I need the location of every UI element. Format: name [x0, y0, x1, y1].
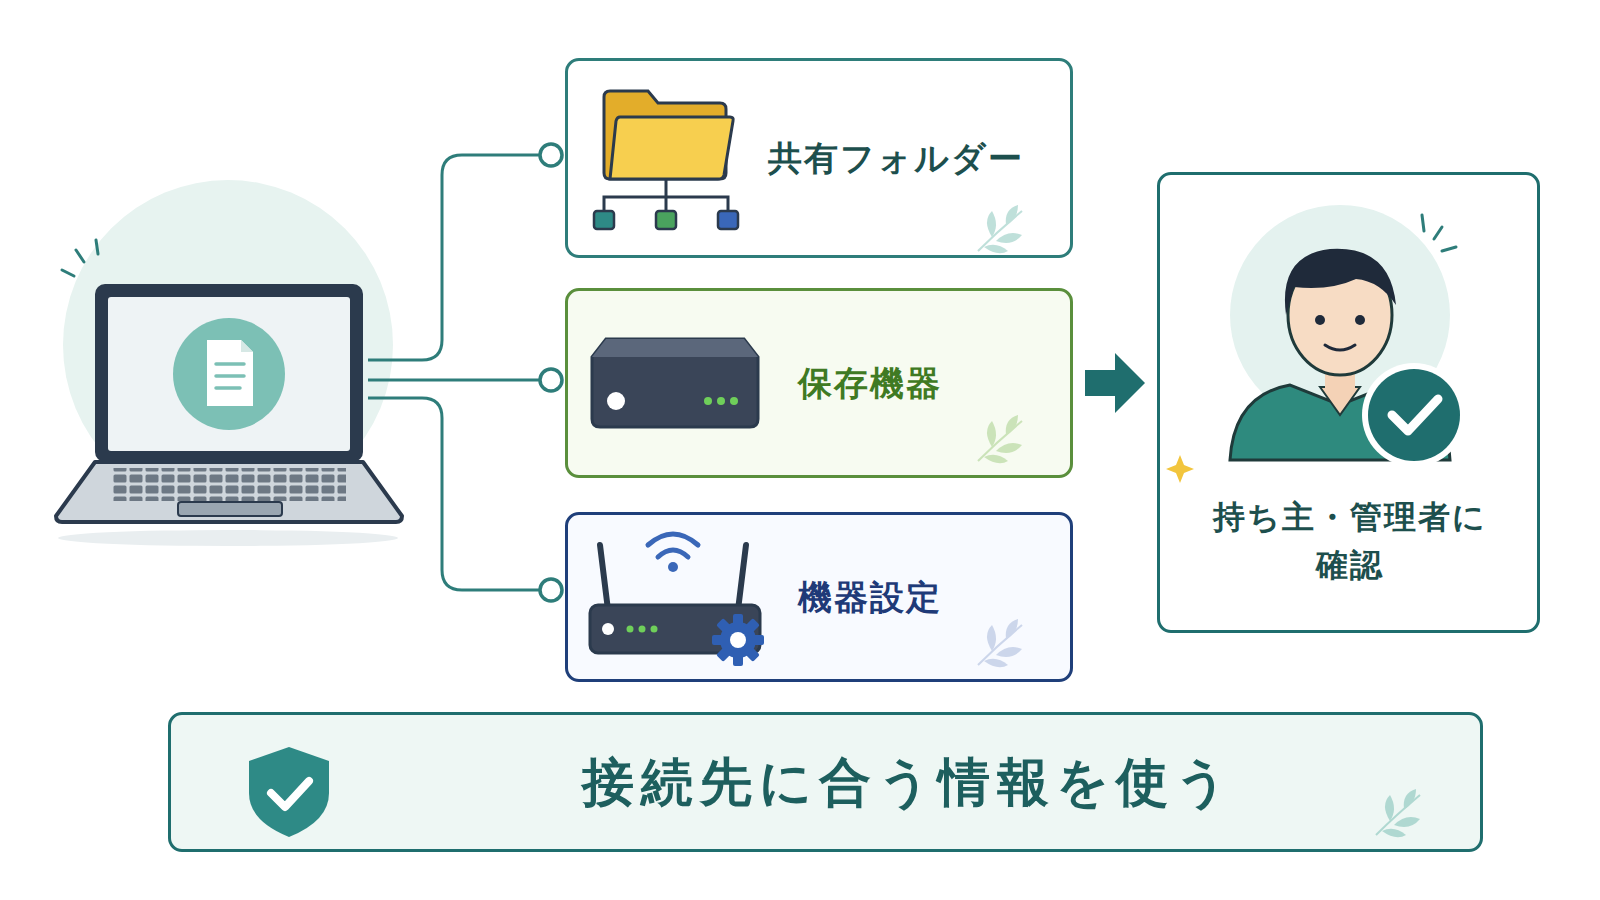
- process-box: 共有フォルダー: [565, 58, 1073, 258]
- node-label: 機器設定: [798, 572, 942, 623]
- laptop: [56, 180, 402, 546]
- result-box: 持ち主・管理者に 確認: [1157, 172, 1540, 633]
- banner: 接続先に合う情報を使う: [168, 712, 1483, 852]
- node-label: 持ち主・管理者に 確認: [1205, 493, 1495, 589]
- block-arrow: [1085, 370, 1115, 396]
- node-label: 共有フォルダー: [768, 133, 1024, 184]
- wire: [368, 155, 540, 590]
- process-box: 機器設定: [565, 512, 1073, 682]
- process-box: 保存機器: [565, 288, 1073, 478]
- node-label: 接続先に合う情報を使う: [371, 743, 1446, 821]
- node-label: 保存機器: [798, 358, 942, 409]
- wire-dot: [540, 144, 562, 601]
